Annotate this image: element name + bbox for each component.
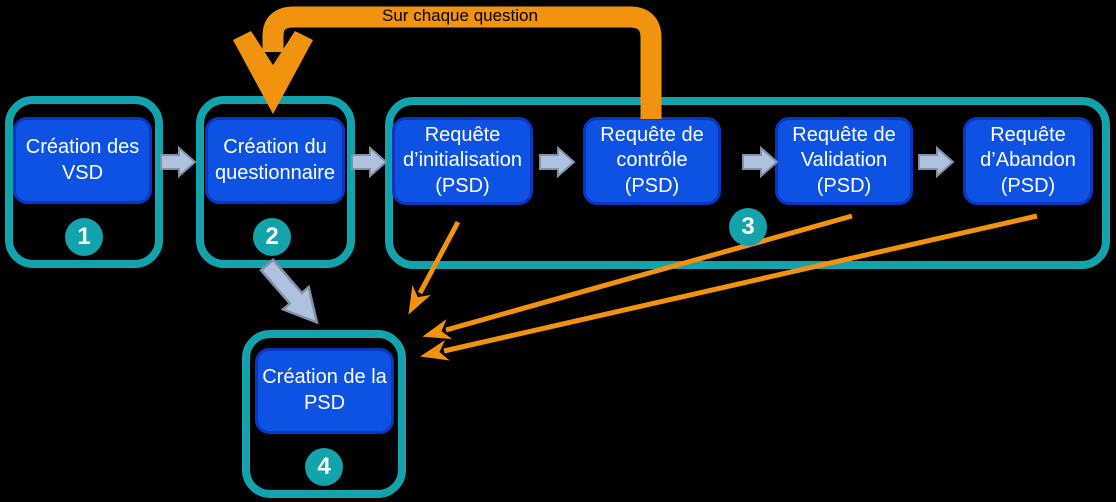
step-box-vsd-label: Création des VSD (25, 135, 140, 184)
step-box-vsd: Création des VSD (13, 117, 152, 204)
step-badge-2: 2 (253, 218, 291, 256)
step-box-initialisation-label: Requête d’initialisation (PSD) (403, 123, 522, 197)
step-box-controle: Requête de contrôle (PSD) (583, 117, 721, 205)
step-box-questionnaire-label: Création du questionnaire (214, 135, 336, 184)
step-badge-3: 3 (729, 208, 767, 246)
step1-container (5, 96, 163, 268)
step-box-validation: Requête de Validation (PSD) (775, 117, 913, 205)
step-box-initialisation: Requête d’initialisation (PSD) (392, 117, 533, 205)
step-box-validation-label: Requête de Validation (PSD) (792, 123, 896, 197)
step-box-abandon-label: Requête d’Abandon (PSD) (980, 123, 1076, 197)
flow-arrow-vsd-questionnaire (160, 145, 197, 179)
step-badge-4: 4 (305, 448, 343, 486)
step-box-psd-creation: Création de la PSD (255, 348, 394, 434)
flow-arrow-questionnaire-group3 (351, 145, 388, 179)
step4-container (242, 330, 406, 498)
step-box-controle-label: Requête de contrôle (PSD) (600, 123, 704, 197)
step-badge-1: 1 (65, 218, 103, 256)
step-box-psd-creation-label: Création de la PSD (262, 366, 387, 414)
loop-label: Sur chaque question (382, 6, 538, 25)
step-box-abandon: Requête d’Abandon (PSD) (963, 117, 1093, 205)
step-box-questionnaire: Création du questionnaire (205, 117, 345, 204)
